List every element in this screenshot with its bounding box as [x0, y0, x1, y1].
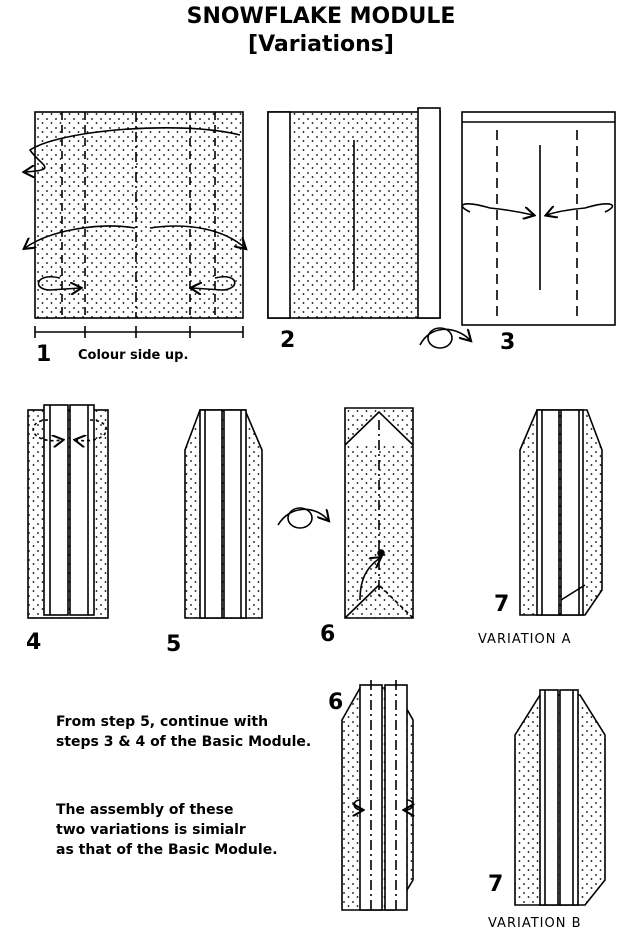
- step-4-label: 4: [26, 630, 42, 655]
- variation-b-label: VARIATION B: [488, 916, 582, 931]
- step5-strip: [184, 409, 263, 619]
- variation-a-label: VARIATION A: [478, 632, 572, 647]
- step-7a-label: 7: [494, 592, 510, 617]
- turn-over-icon: [419, 327, 470, 349]
- step6b-strip: [341, 680, 413, 912]
- note-line: From step 5, continue with: [56, 714, 269, 730]
- step-5-label: 5: [166, 632, 182, 657]
- step-1-label: 1: [36, 342, 52, 367]
- step1-square: [25, 111, 245, 338]
- assembly-note: The assembly of these two variations is …: [56, 800, 278, 860]
- step-7b-label: 7: [488, 872, 504, 897]
- step6-strip: [344, 407, 414, 619]
- step4-strip: [27, 404, 109, 619]
- diagram-title: SNOWFLAKE MODULE: [186, 4, 456, 29]
- note-line: as that of the Basic Module.: [56, 842, 278, 858]
- step-6-label: 6: [320, 622, 336, 647]
- step2-folded-edges: [267, 107, 441, 319]
- turn-over-icon: [277, 507, 328, 529]
- step-6b-label: 6: [328, 690, 344, 715]
- continue-note: From step 5, continue with steps 3 & 4 o…: [56, 712, 311, 752]
- step-2-label: 2: [280, 328, 296, 353]
- note-line: The assembly of these: [56, 802, 234, 818]
- variation-a-strip: [519, 409, 603, 616]
- note-line: two variations is simialr: [56, 822, 246, 838]
- variation-b-strip: [514, 689, 606, 906]
- step-1-caption: Colour side up.: [78, 348, 189, 363]
- note-line: steps 3 & 4 of the Basic Module.: [56, 734, 312, 750]
- diagram-subtitle: [Variations]: [248, 32, 394, 57]
- step3-turned-over: [461, 111, 616, 326]
- step-3-label: 3: [500, 330, 516, 355]
